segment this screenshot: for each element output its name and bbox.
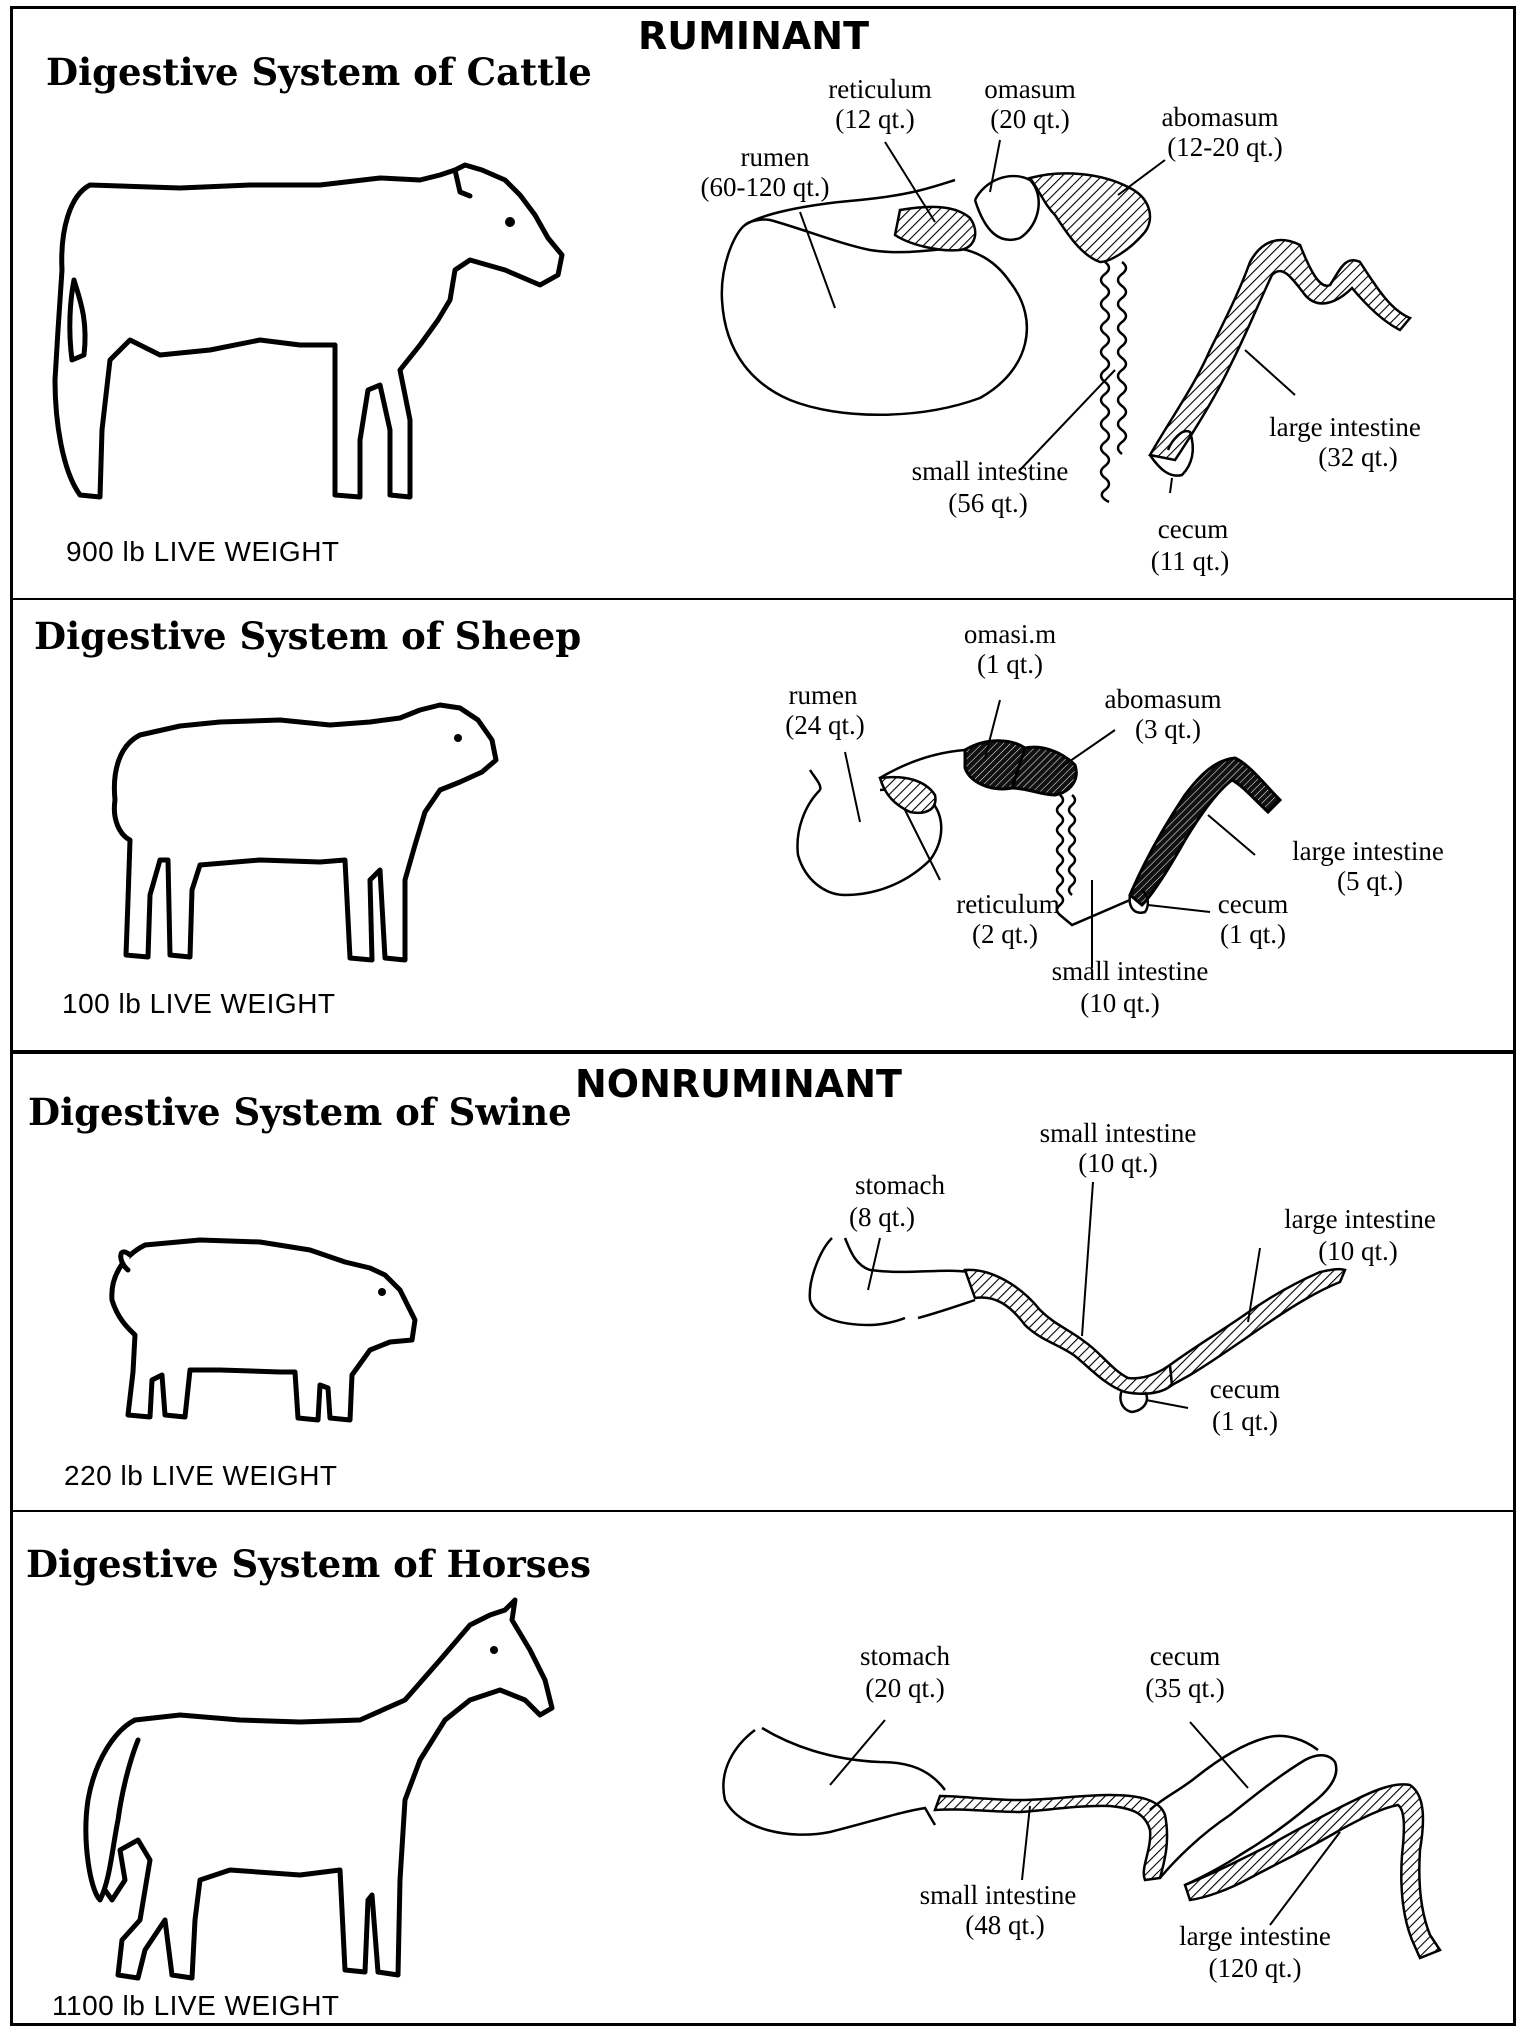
swine-label-stomach: stomach [855, 1170, 945, 1200]
horses-stomach-upper [762, 1728, 945, 1790]
cattle-small-intestine-inner [1118, 262, 1126, 454]
swine-large-intestine-organ [1170, 1269, 1345, 1385]
cattle-label-omasum-qty: (20 qt.) [990, 104, 1069, 134]
horses-label-large-intestine-qty: (120 qt.) [1209, 1953, 1302, 1983]
cattle-rumen-leader [800, 212, 835, 308]
horses-eye [490, 1646, 498, 1654]
horses-label-stomach: stomach [860, 1641, 950, 1671]
cattle-label-large-intestine: large intestine [1269, 412, 1421, 442]
cattle-omasum-leader [990, 140, 1000, 192]
horses-label-small-intestine-qty: (48 qt.) [965, 1910, 1044, 1940]
sheep-large-intestine-organ [1130, 758, 1280, 905]
cattle-label-rumen: rumen [741, 142, 810, 172]
sheep-label-cecum-qty: (1 qt.) [1220, 919, 1286, 949]
sheep-reticulum-connector [880, 750, 965, 778]
cattle-rumen-organ [722, 219, 1027, 414]
sheep-label-large-intestine-qty: (5 qt.) [1337, 866, 1403, 896]
cattle-label-abomasum: abomasum [1162, 102, 1279, 132]
swine-label-stomach-qty: (8 qt.) [849, 1202, 915, 1232]
swine-cecum-leader [1146, 1400, 1188, 1408]
swine-stomach-lower [918, 1300, 975, 1318]
swine-silhouette [112, 1240, 415, 1420]
horses-silhouette [98, 1600, 552, 1978]
cattle-eye [505, 217, 515, 227]
sheep-small-intestine-inner [1069, 795, 1075, 895]
sheep-reticulum-leader [905, 810, 940, 880]
cattle-omasum-organ [975, 176, 1039, 240]
swine-small-intestine-leader [1082, 1182, 1093, 1336]
sheep-label-large-intestine: large intestine [1292, 836, 1444, 866]
cattle-label-cecum-qty: (11 qt.) [1151, 546, 1229, 576]
cattle-small-intestine-organ [1101, 262, 1109, 502]
sheep-small-intestine-organ [1057, 795, 1130, 925]
cattle-small-intestine-leader [1020, 370, 1115, 470]
cattle-label-reticulum-qty: (12 qt.) [835, 104, 914, 134]
cattle-panel: reticulum (12 qt.) omasum (20 qt.) aboma… [0, 0, 1528, 600]
sheep-reticulum-organ [880, 777, 935, 813]
cattle-label-cecum: cecum [1158, 514, 1228, 544]
swine-stomach-leader [868, 1238, 880, 1290]
sheep-large-intestine-leader [1208, 815, 1255, 855]
sheep-abomasum-organ [1012, 747, 1076, 795]
sheep-panel: omasi.m (1 qt.) rumen (24 qt.) abomasum … [0, 600, 1528, 1050]
horses-cecum-leader [1190, 1722, 1248, 1788]
sheep-cecum-leader [1148, 905, 1210, 912]
cattle-label-omasum: omasum [984, 74, 1076, 104]
swine-label-cecum: cecum [1210, 1374, 1280, 1404]
swine-label-small-intestine-qty: (10 qt.) [1078, 1148, 1157, 1178]
swine-label-large-intestine-qty: (10 qt.) [1318, 1236, 1397, 1266]
cattle-cecum-leader [1170, 478, 1172, 493]
cattle-abomasum-organ [1030, 173, 1150, 262]
cattle-abomasum-leader [1118, 160, 1165, 195]
horses-small-intestine-leader [1022, 1806, 1030, 1880]
sheep-eye [454, 734, 462, 742]
swine-label-cecum-qty: (1 qt.) [1212, 1406, 1278, 1436]
cattle-label-small-intestine: small intestine [912, 456, 1069, 486]
sheep-label-rumen: rumen [789, 680, 858, 710]
sheep-rumen-entry [810, 770, 820, 790]
horses-stomach-leader [830, 1720, 885, 1785]
horses-label-stomach-qty: (20 qt.) [865, 1673, 944, 1703]
sheep-abomasum-leader [1060, 730, 1115, 768]
cattle-label-large-intestine-qty: (32 qt.) [1318, 442, 1397, 472]
swine-panel: small intestine (10 qt.) stomach (8 qt.)… [0, 1054, 1528, 1510]
horses-label-cecum: cecum [1150, 1641, 1220, 1671]
cattle-label-abomasum-qty: (12-20 qt.) [1167, 132, 1282, 162]
swine-label-large-intestine: large intestine [1284, 1204, 1436, 1234]
horses-small-intestine-organ [935, 1795, 1167, 1880]
swine-small-intestine-organ [965, 1270, 1172, 1394]
swine-eye [378, 1288, 386, 1296]
horses-label-small-intestine: small intestine [920, 1880, 1077, 1910]
swine-tail [121, 1252, 130, 1270]
cattle-large-intestine-leader [1245, 350, 1295, 395]
sheep-label-small-intestine: small intestine [1052, 956, 1209, 986]
sheep-label-abomasum: abomasum [1105, 684, 1222, 714]
sheep-label-reticulum-qty: (2 qt.) [972, 919, 1038, 949]
sheep-label-cecum: cecum [1218, 889, 1288, 919]
sheep-label-abomasum-qty: (3 qt.) [1135, 714, 1201, 744]
horses-panel: stomach (20 qt.) cecum (35 qt.) small in… [0, 1512, 1528, 2032]
sheep-label-omasum: omasi.m [964, 619, 1056, 649]
sheep-silhouette [114, 705, 496, 960]
cattle-label-small-intestine-qty: (56 qt.) [948, 488, 1027, 518]
cattle-reticulum-organ [895, 207, 975, 250]
sheep-label-small-intestine-qty: (10 qt.) [1080, 988, 1159, 1018]
cattle-label-rumen-qty: (60-120 qt.) [701, 172, 830, 202]
cattle-silhouette [55, 165, 562, 497]
swine-stomach-upper [845, 1238, 970, 1272]
sheep-label-rumen-qty: (24 qt.) [785, 710, 864, 740]
sheep-label-omasum-qty: (1 qt.) [977, 649, 1043, 679]
horses-label-large-intestine: large intestine [1179, 1921, 1331, 1951]
cattle-label-reticulum: reticulum [828, 74, 931, 104]
sheep-label-reticulum: reticulum [956, 889, 1059, 919]
horses-stomach-organ [723, 1730, 935, 1835]
swine-stomach-organ [810, 1238, 905, 1325]
swine-label-small-intestine: small intestine [1040, 1118, 1197, 1148]
horses-label-cecum-qty: (35 qt.) [1145, 1673, 1224, 1703]
sheep-rumen-leader [845, 752, 860, 822]
